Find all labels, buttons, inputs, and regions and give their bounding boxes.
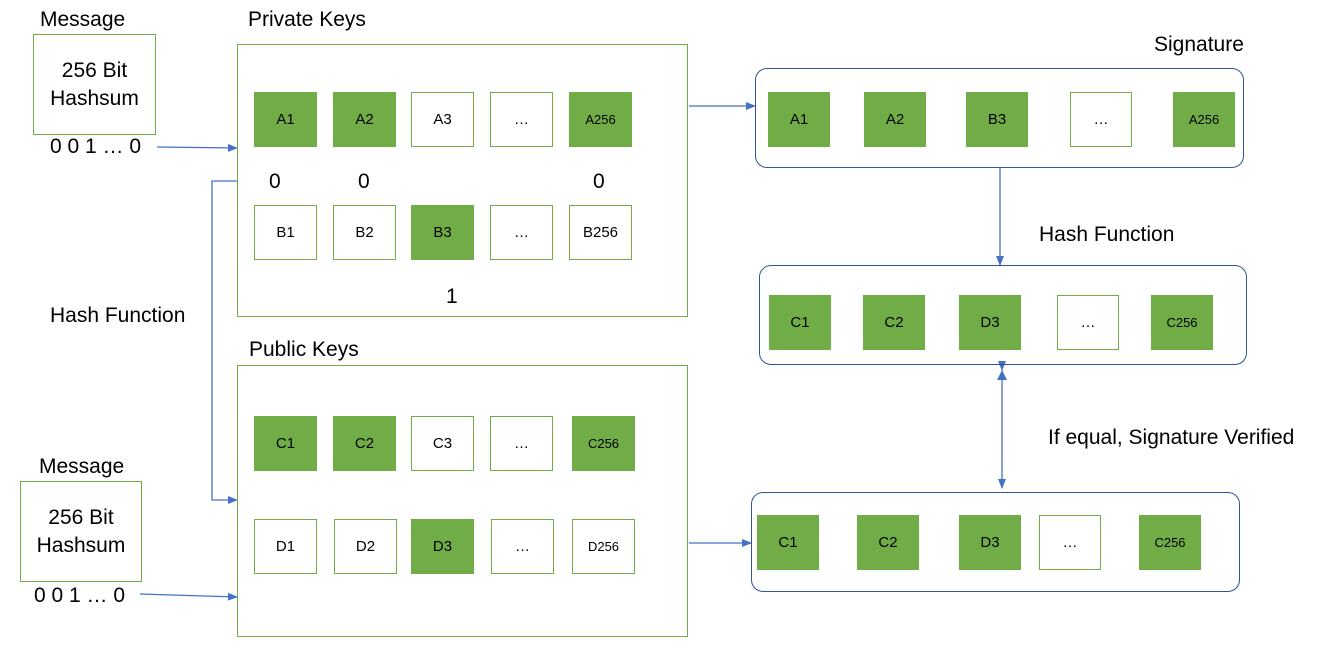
private-keys-frame: [237, 44, 688, 317]
public-key-cell: …: [491, 519, 554, 574]
message-top-title: Message: [40, 8, 126, 31]
hashed-signature-cell: …: [1057, 295, 1119, 350]
private-key-cell: B1: [254, 205, 317, 260]
message-top-hashsum-box: 256 Bit Hashsum: [33, 34, 156, 135]
message-top-bits: 0 0 1 … 0: [50, 135, 142, 158]
signature-panel: [755, 68, 1244, 168]
private-key-cell: B256: [569, 205, 632, 260]
hashed-signature-cell: D3: [959, 295, 1021, 350]
arrow-message-to-private-keys: [156, 143, 238, 152]
signature-cell: B3: [966, 92, 1028, 147]
message-bottom-line1: 256 Bit: [48, 506, 114, 530]
public-key-cell: C2: [333, 416, 396, 471]
verify-label: If equal, Signature Verified: [1048, 426, 1295, 449]
arrow-message-to-public-keys: [139, 592, 238, 601]
message-top-line1: 256 Bit: [61, 59, 128, 83]
selected-public-key-cell: C256: [1139, 515, 1201, 570]
message-top-line2: Hashsum: [50, 86, 139, 110]
private-key-cell: A2: [333, 92, 396, 147]
selected-public-keys-panel: [751, 492, 1240, 592]
selected-public-key-cell: …: [1039, 515, 1101, 570]
hashed-signature-cell: C2: [863, 295, 925, 350]
bit-label: 0: [358, 170, 370, 193]
private-key-cell: B2: [333, 205, 396, 260]
bit-label: 0: [269, 170, 281, 193]
private-key-cell: …: [490, 92, 553, 147]
private-key-cell: B3: [411, 205, 474, 260]
selected-public-key-cell: C2: [857, 515, 919, 570]
public-key-cell: D3: [411, 519, 474, 574]
private-key-cell: A1: [254, 92, 317, 147]
private-key-cell: …: [490, 205, 553, 260]
public-key-cell: C3: [411, 416, 474, 471]
signature-cell: A2: [864, 92, 926, 147]
message-bottom-line2: Hashsum: [36, 533, 126, 557]
private-key-cell: A256: [569, 92, 632, 147]
left-hash-function-label: Hash Function: [50, 304, 186, 327]
signature-title: Signature: [1154, 33, 1244, 56]
public-keys-title: Public Keys: [249, 338, 359, 361]
signature-cell: …: [1070, 92, 1132, 147]
message-bottom-title: Message: [39, 455, 125, 478]
public-key-cell: C1: [254, 416, 317, 471]
selected-public-key-cell: C1: [757, 515, 819, 570]
public-key-cell: D256: [572, 519, 635, 574]
hashed-signature-cell: C256: [1151, 295, 1213, 350]
public-key-cell: C256: [572, 416, 635, 471]
signature-cell: A256: [1173, 92, 1235, 147]
private-key-cell: A3: [411, 92, 474, 147]
signature-cell: A1: [768, 92, 830, 147]
hashed-signature-cell: C1: [769, 295, 831, 350]
selected-public-key-cell: D3: [959, 515, 1021, 570]
arrow-private-to-public-keys: [211, 180, 238, 504]
private-keys-title: Private Keys: [248, 8, 366, 31]
public-key-cell: D2: [334, 519, 397, 574]
message-bottom-hashsum-box: 256 Bit Hashsum: [20, 481, 142, 582]
hashed-signature-panel: [759, 265, 1247, 365]
public-key-cell: …: [490, 416, 553, 471]
bit-label: 1: [446, 285, 458, 308]
bit-label: 0: [593, 170, 605, 193]
public-keys-frame: [237, 365, 688, 637]
public-key-cell: D1: [254, 519, 317, 574]
message-bottom-bits: 0 0 1 … 0: [34, 584, 126, 607]
right-hash-function-label: Hash Function: [1039, 223, 1175, 246]
